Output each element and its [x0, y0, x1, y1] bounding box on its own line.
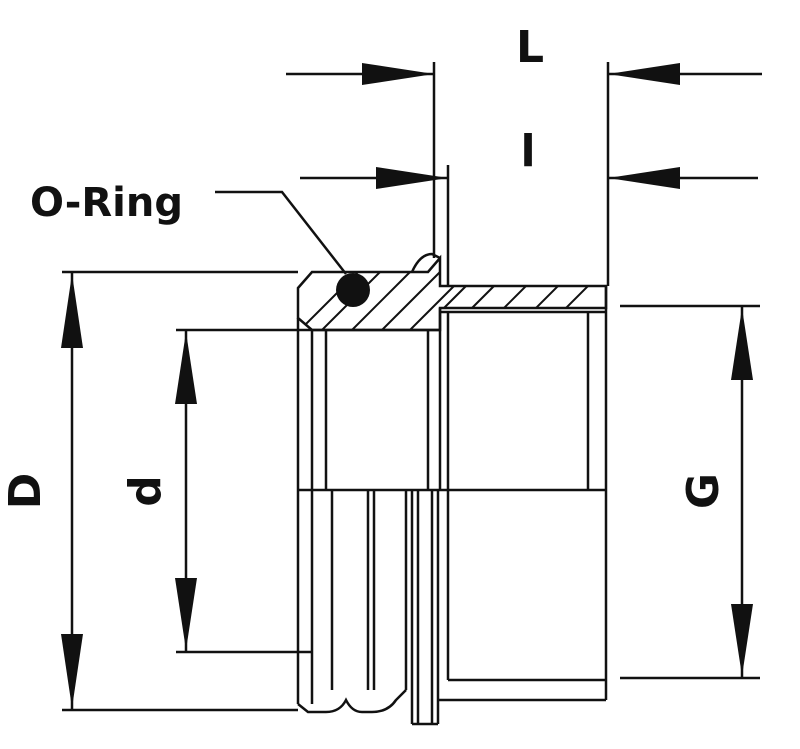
dimension-d: [175, 328, 312, 654]
arrowhead-d-bottom: [175, 578, 197, 650]
dimension-L: [286, 62, 762, 286]
dimension-l: [300, 165, 758, 286]
label-L: L: [516, 22, 544, 73]
label-G: G: [678, 473, 729, 509]
dimension-G: [620, 304, 760, 680]
arrowhead-G-bottom: [731, 604, 753, 676]
label-o-ring: O-Ring: [30, 180, 183, 226]
label-l: l: [520, 126, 535, 177]
label-D: D: [0, 473, 51, 510]
arrowhead-d-top: [175, 332, 197, 404]
dimension-D: [61, 270, 298, 712]
arrowhead-G-top: [731, 308, 753, 380]
o-ring-seal: [336, 273, 370, 307]
fitting-body: [296, 252, 608, 726]
arrowhead-L-left: [362, 63, 434, 85]
arrowhead-D-top: [61, 274, 83, 348]
body-bottom-outline: [297, 689, 407, 714]
o-ring-leader-line: [215, 190, 347, 275]
arrowhead-l-left: [376, 167, 448, 189]
collar-groove: [410, 252, 441, 273]
arrowhead-l-right: [608, 167, 680, 189]
section-hatching: [299, 271, 598, 330]
arrowhead-L-right: [608, 63, 680, 85]
arrowhead-D-bottom: [61, 634, 83, 708]
label-d: d: [120, 475, 171, 507]
